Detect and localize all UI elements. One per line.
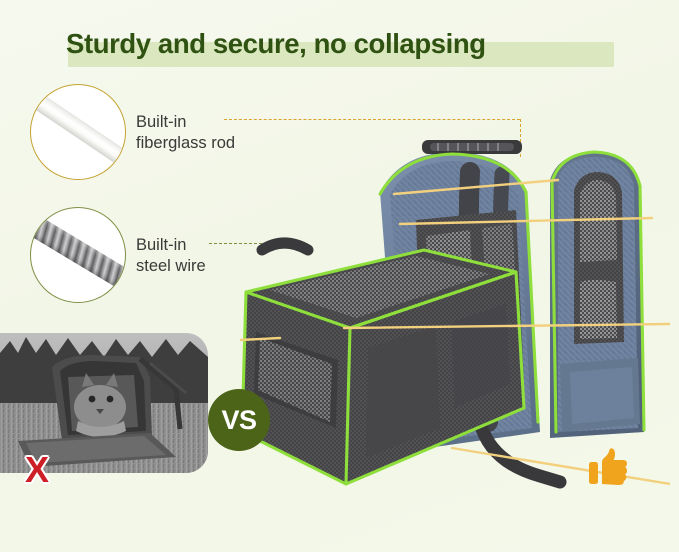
fiberglass-connector-vertical xyxy=(520,119,521,157)
callout-label-fiberglass: Built-in fiberglass rod xyxy=(136,113,236,152)
product-image-carrier xyxy=(240,132,670,500)
comparison-photo-collapsed-carrier xyxy=(0,333,208,473)
fiberglass-rod-icon xyxy=(31,88,125,171)
title-text: Sturdy and secure, no collapsing xyxy=(66,28,486,59)
steelwire-connector-horizontal xyxy=(209,243,267,244)
page-title: Sturdy and secure, no collapsing xyxy=(66,24,626,70)
callout-label-steelwire: Built-in steel wire xyxy=(136,236,206,275)
title-highlight-band xyxy=(68,42,614,67)
steel-wire-icon xyxy=(31,210,125,296)
vs-badge: VS xyxy=(208,389,270,451)
fiberglass-connector-horizontal xyxy=(224,119,520,120)
negative-x-mark: X xyxy=(24,449,49,490)
steel-wire-swatch-circle xyxy=(30,207,126,303)
fiberglass-rod-swatch-circle xyxy=(30,84,126,180)
thumbs-up-icon xyxy=(588,448,628,486)
